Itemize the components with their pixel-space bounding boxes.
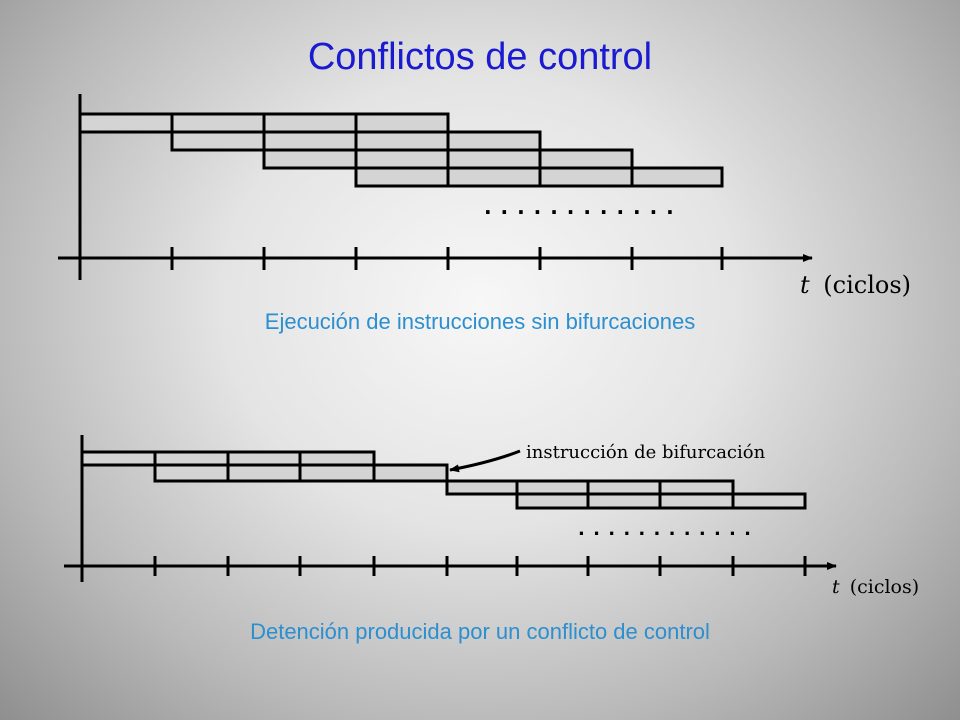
instruction-row xyxy=(78,112,450,134)
instruction-row xyxy=(354,166,724,188)
time-axis-ticks xyxy=(170,247,724,270)
caption-control-hazard: Detención producida por un conflicto de … xyxy=(250,619,710,644)
axis-variable: t xyxy=(800,271,810,299)
slide-title: Conflictos de control xyxy=(307,36,653,78)
instruction-row xyxy=(170,130,542,152)
instruction-row xyxy=(80,450,376,467)
caption-no-branches: Ejecución de instrucciones sin bifurcaci… xyxy=(264,309,696,334)
continuation-dots: . . . . . . . . . . . . xyxy=(484,195,675,219)
instruction-row xyxy=(262,148,634,170)
axis-variable: t xyxy=(832,576,840,598)
time-axis-ticks xyxy=(153,556,807,576)
instruction-row xyxy=(515,492,807,510)
branch-annotation-label: instrucción de bifurcación xyxy=(526,442,766,463)
instruction-row xyxy=(445,479,735,496)
axis-unit: (ciclos) xyxy=(823,271,911,299)
axis-unit: (ciclos) xyxy=(850,576,919,598)
branch-annotation-arrow xyxy=(449,449,521,473)
continuation-dots: . . . . . . . . . . . . xyxy=(578,519,752,540)
pipeline-diagram-no-branches: . . . . . . . . . . . . t (ciclos) xyxy=(58,94,911,299)
pipeline-diagram-control-hazard: instrucción de bifurcación . . . . . . .… xyxy=(64,435,919,598)
branch-instruction-row xyxy=(153,463,449,483)
time-axis-label: t (ciclos) xyxy=(800,271,911,299)
time-axis-label: t (ciclos) xyxy=(832,576,919,598)
